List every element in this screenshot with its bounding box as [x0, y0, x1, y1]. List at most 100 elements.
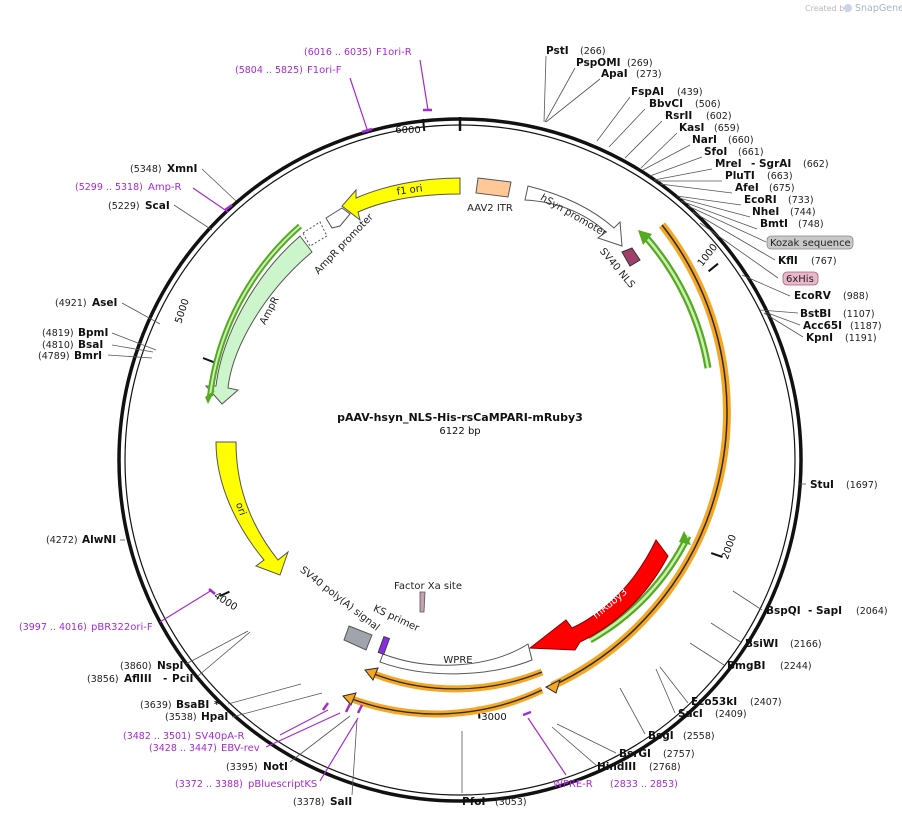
svg-text:SV40pA-R: SV40pA-R: [195, 731, 244, 742]
site-apai[interactable]: ApaI(273): [601, 68, 662, 80]
svg-text:(3856): (3856): [87, 674, 119, 685]
svg-text:(6016 .. 6035): (6016 .. 6035): [304, 47, 372, 58]
svg-text:BbvCI: BbvCI: [649, 98, 683, 110]
site-asei[interactable]: (4921)AseI: [55, 297, 117, 309]
site-nhei[interactable]: NheI(744): [752, 206, 816, 218]
site-fspai[interactable]: FspAI(439): [631, 86, 703, 98]
svg-text:(2064): (2064): [856, 606, 888, 617]
site-acc65i[interactable]: Acc65I(1187): [803, 320, 882, 332]
ruler-label-3000: 3000: [481, 712, 506, 723]
site-bmri[interactable]: (4789)BmrI: [38, 350, 102, 362]
primer-f1ori-r[interactable]: (6016 .. 6035)F1ori-R: [304, 47, 412, 58]
site-bsabi[interactable]: (3639)BsaBI*: [140, 699, 220, 711]
primer-wpre-r[interactable]: WPRE-R(2833 .. 2853): [553, 779, 678, 790]
site-rsrii[interactable]: RsrII(602): [665, 110, 732, 122]
svg-text:(2407): (2407): [750, 697, 782, 708]
site-pfoi[interactable]: PfoI(3053): [462, 796, 527, 808]
ruler-label-5000: 5000: [173, 297, 191, 325]
primer-mark-sv40pa-r: [321, 702, 330, 711]
primer-f1ori-f[interactable]: (5804 .. 5825)F1ori-F: [235, 65, 342, 76]
site-bstbi[interactable]: BstBI(1107): [800, 308, 875, 320]
primer-pbr322ori-f[interactable]: (3997 .. 4016)pBR322ori-F: [19, 622, 153, 633]
site-bmti[interactable]: BmtI(748): [760, 218, 824, 230]
ks-primer-feature: [377, 635, 391, 655]
primer-amp-r[interactable]: (5299 .. 5318)Amp-R: [75, 182, 182, 193]
site-psti[interactable]: PstI(266): [546, 45, 606, 57]
site-afei[interactable]: AfeI(675): [735, 182, 795, 194]
svg-text:(5299 .. 5318): (5299 .. 5318): [75, 182, 143, 193]
site-sfoi[interactable]: SfoI(661): [704, 146, 764, 158]
site-pspomi[interactable]: PspOMI(269): [576, 57, 653, 69]
site-bsai[interactable]: (4810)BsaI: [42, 339, 103, 351]
site-bbvci[interactable]: BbvCI(506): [649, 98, 721, 110]
site-kasi[interactable]: KasI(659): [679, 122, 740, 134]
plasmid-size: 6122 bp: [439, 426, 480, 437]
f1-ori-label: f1 ori: [396, 183, 423, 198]
site-pluti[interactable]: PluTI(663): [725, 170, 793, 182]
f1-ori-feature: [341, 177, 461, 222]
site-ecori[interactable]: EcoRI(733): [744, 194, 814, 206]
primer-leader-amp-r: [192, 187, 229, 213]
site-bmgbi[interactable]: BmgBI(2244): [727, 660, 812, 672]
svg-text:MreI: MreI: [715, 158, 742, 170]
site-afliii-pcii[interactable]: (3856)AflIII-PciI: [87, 673, 193, 685]
ori-label: ori: [233, 501, 248, 517]
site-nari[interactable]: NarI(660): [692, 134, 754, 146]
svg-text:(2768): (2768): [649, 762, 681, 773]
svg-text:KasI: KasI: [679, 122, 704, 134]
site-stui[interactable]: StuI(1697): [810, 479, 878, 491]
features: mRuby3 WPRE KS primer SV40 poly(A) signa…: [204, 177, 731, 718]
green-track-top: [642, 233, 712, 369]
svg-text:pBluescriptKS: pBluescriptKS: [248, 779, 317, 790]
svg-text:EBV-rev: EBV-rev: [221, 743, 260, 754]
svg-text:EcoRV: EcoRV: [794, 290, 832, 302]
svg-text:(2833 .. 2853): (2833 .. 2853): [610, 779, 678, 790]
site-sali[interactable]: (3378)SalI: [293, 796, 352, 808]
primer-ebv-rev[interactable]: (3428 .. 3447)EBV-rev: [149, 743, 260, 754]
site-alwni[interactable]: (4272)AlwNI: [46, 534, 116, 546]
svg-text:NarI: NarI: [692, 134, 717, 146]
primer-sv40pa-r[interactable]: (3482 .. 3501)SV40pA-R: [123, 731, 244, 742]
site-bsrgi[interactable]: BsrGI(2757): [619, 748, 695, 760]
svg-text:KpnI: KpnI: [806, 332, 833, 344]
wpre-feature: [379, 643, 533, 675]
svg-text:(3395): (3395): [226, 762, 258, 773]
svg-text:-: -: [163, 673, 167, 685]
svg-text:(661): (661): [738, 147, 764, 158]
site-ecorv[interactable]: EcoRV(988): [794, 290, 869, 302]
aav2-itr-label: AAV2 ITR: [467, 203, 513, 214]
tag-6xhis[interactable]: 6xHis: [782, 271, 819, 286]
svg-text:(767): (767): [811, 256, 837, 267]
primer-pbluescriptks[interactable]: (3372 .. 3388)pBluescriptKS: [175, 779, 317, 790]
site-bsgi[interactable]: BsgI(2558): [648, 730, 715, 742]
svg-text:(3997 .. 4016): (3997 .. 4016): [19, 622, 87, 633]
svg-text:BmtI: BmtI: [760, 218, 788, 230]
site-scai[interactable]: (5229)ScaI: [108, 200, 170, 212]
site-kpni[interactable]: KpnI(1191): [806, 332, 877, 344]
site-bpmi[interactable]: (4819)BpmI: [42, 327, 108, 339]
site-hpai[interactable]: (3538)HpaI: [165, 711, 228, 723]
plasmid-name: pAAV-hsyn_NLS-His-rsCaMPARI-mRuby3: [337, 411, 583, 424]
site-saci[interactable]: SacI(2409): [678, 708, 747, 720]
svg-text:AfeI: AfeI: [735, 182, 759, 194]
svg-text:BmgBI: BmgBI: [727, 660, 765, 672]
site-bsiwi[interactable]: BsiWI(2166): [745, 638, 822, 650]
site-bspqi-sapi[interactable]: BspQI-SapI(2064): [766, 605, 888, 617]
site-xmni[interactable]: (5348)XmnI: [130, 163, 197, 175]
ruler-label-6000: 6000: [395, 125, 420, 136]
ruler-tick-6000: [422, 118, 426, 132]
sv40-polya-feature: [343, 625, 373, 651]
site-nspi[interactable]: (3860)NspI: [120, 660, 183, 672]
site-mrei-sgrai[interactable]: MreI-SgrAI(662): [715, 158, 829, 170]
site-noti[interactable]: (3395)NotI: [226, 761, 288, 773]
site-eco53ki[interactable]: Eco53kI(2407): [691, 696, 782, 708]
site-hindiii[interactable]: HindIII(2768): [597, 761, 681, 773]
site-kfli[interactable]: KflI(767): [778, 255, 837, 267]
tag-kozak-sequence[interactable]: Kozak sequence: [766, 235, 854, 250]
svg-text:(5229): (5229): [108, 201, 140, 212]
svg-text:AflIII: AflIII: [124, 673, 152, 685]
svg-text:*: *: [214, 699, 220, 711]
svg-text:F1ori-F: F1ori-F: [307, 65, 342, 76]
aav2-itr-feature: [475, 177, 512, 198]
